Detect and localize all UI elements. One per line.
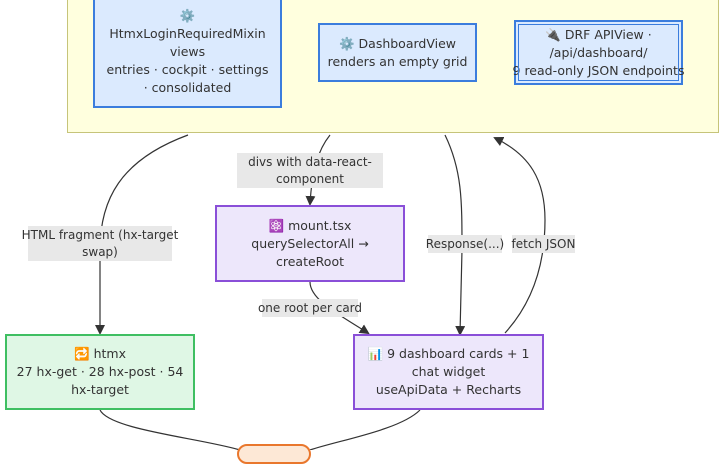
edge-cards-to-bottom (309, 409, 421, 450)
gear-icon: ⚙️ (179, 8, 196, 23)
dashboard-view-node: ⚙️ DashboardView renders an empty grid (318, 23, 477, 82)
edge-label-divs-react-component: divs with data-react- component (237, 153, 383, 188)
edge-label-one-root-per-card: one root per card (258, 299, 362, 317)
edge-fetch (493, 137, 546, 334)
drf-apiview-node: 🔌 DRF APIView · /api/dashboard/ 9 read-o… (513, 20, 684, 85)
edge-htmx-to-bottom (99, 409, 241, 450)
bar-chart-icon: 📊 (367, 346, 384, 361)
htmx-login-mixin-node: ⚙️ HtmxLoginRequiredMixin views entries … (93, 0, 282, 108)
react-icon: ⚛️ (268, 217, 285, 233)
bottom-node (237, 444, 311, 464)
gear-icon: ⚙️ (338, 35, 355, 51)
edge-label-html-fragment: HTML fragment (hx-target swap) (22, 226, 178, 261)
plug-icon: 🔌 (545, 26, 561, 42)
mount-tsx-node: ⚛️ mount.tsx querySelectorAll → createRo… (215, 205, 405, 282)
repeat-icon: 🔁 (74, 346, 90, 361)
edge-label-fetch-json: fetch JSON (512, 235, 575, 253)
dashboard-cards-node: 📊 9 dashboard cards + 1 chat widget useA… (353, 334, 544, 410)
htmx-node: 🔁 htmx 27 hx-get · 28 hx-post · 54 hx-ta… (5, 334, 195, 410)
edge-label-response: Response(...) (426, 235, 504, 253)
